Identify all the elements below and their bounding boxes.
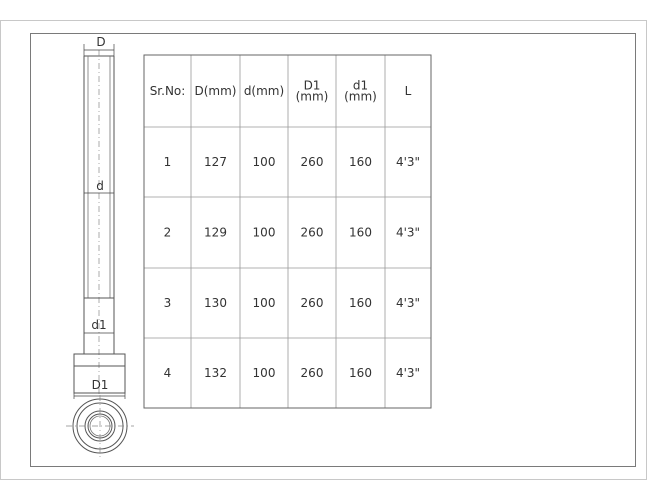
table-header-cell: d(mm)	[244, 84, 284, 98]
pipe-plan-view	[66, 395, 134, 458]
table-header-cell: L	[405, 84, 412, 98]
table-cell: 160	[349, 296, 372, 310]
table-cell: 127	[204, 155, 227, 169]
table-cell: 260	[301, 296, 324, 310]
table-cell: 3	[164, 296, 172, 310]
label-d1: d1	[91, 318, 106, 332]
label-d: d	[96, 179, 104, 193]
pipe-elevation	[73, 50, 126, 395]
table-cell: 160	[349, 155, 372, 169]
table-cell: 100	[253, 366, 276, 380]
table-cell: 4'3"	[396, 296, 420, 310]
dimension-d1: d1	[84, 318, 114, 334]
table-cell: 100	[253, 226, 276, 240]
table-cell: 100	[253, 155, 276, 169]
table-header-cell: d1	[353, 79, 368, 93]
table-cell: 4'3"	[396, 366, 420, 380]
dimension-D1: D1	[73, 378, 126, 399]
table-cell: 100	[253, 296, 276, 310]
table-header-cell: (mm)	[296, 90, 329, 104]
table-cell: 129	[204, 226, 227, 240]
table-cell: 4	[164, 366, 172, 380]
inner-frame	[30, 33, 636, 467]
label-D: D	[96, 35, 105, 49]
table-cell: 260	[301, 366, 324, 380]
table-cell: 260	[301, 226, 324, 240]
dimension-d: d	[84, 179, 114, 194]
table-border	[143, 54, 432, 409]
table-cell: 132	[204, 366, 227, 380]
table-cell: 4'3"	[396, 155, 420, 169]
table-header-cell: Sr.No:	[150, 84, 186, 98]
table-cell: 160	[349, 226, 372, 240]
label-D1: D1	[92, 378, 109, 392]
table-cell: 4'3"	[396, 226, 420, 240]
table-header-cell: D(mm)	[195, 84, 237, 98]
table-header-cell: D1	[304, 79, 321, 93]
table-cell: 130	[204, 296, 227, 310]
table-cell: 260	[301, 155, 324, 169]
table-cell: 160	[349, 366, 372, 380]
table-header-cell: (mm)	[344, 90, 377, 104]
dimension-D: D	[83, 35, 115, 56]
table-cell: 1	[164, 155, 172, 169]
table-cell: 2	[164, 226, 172, 240]
